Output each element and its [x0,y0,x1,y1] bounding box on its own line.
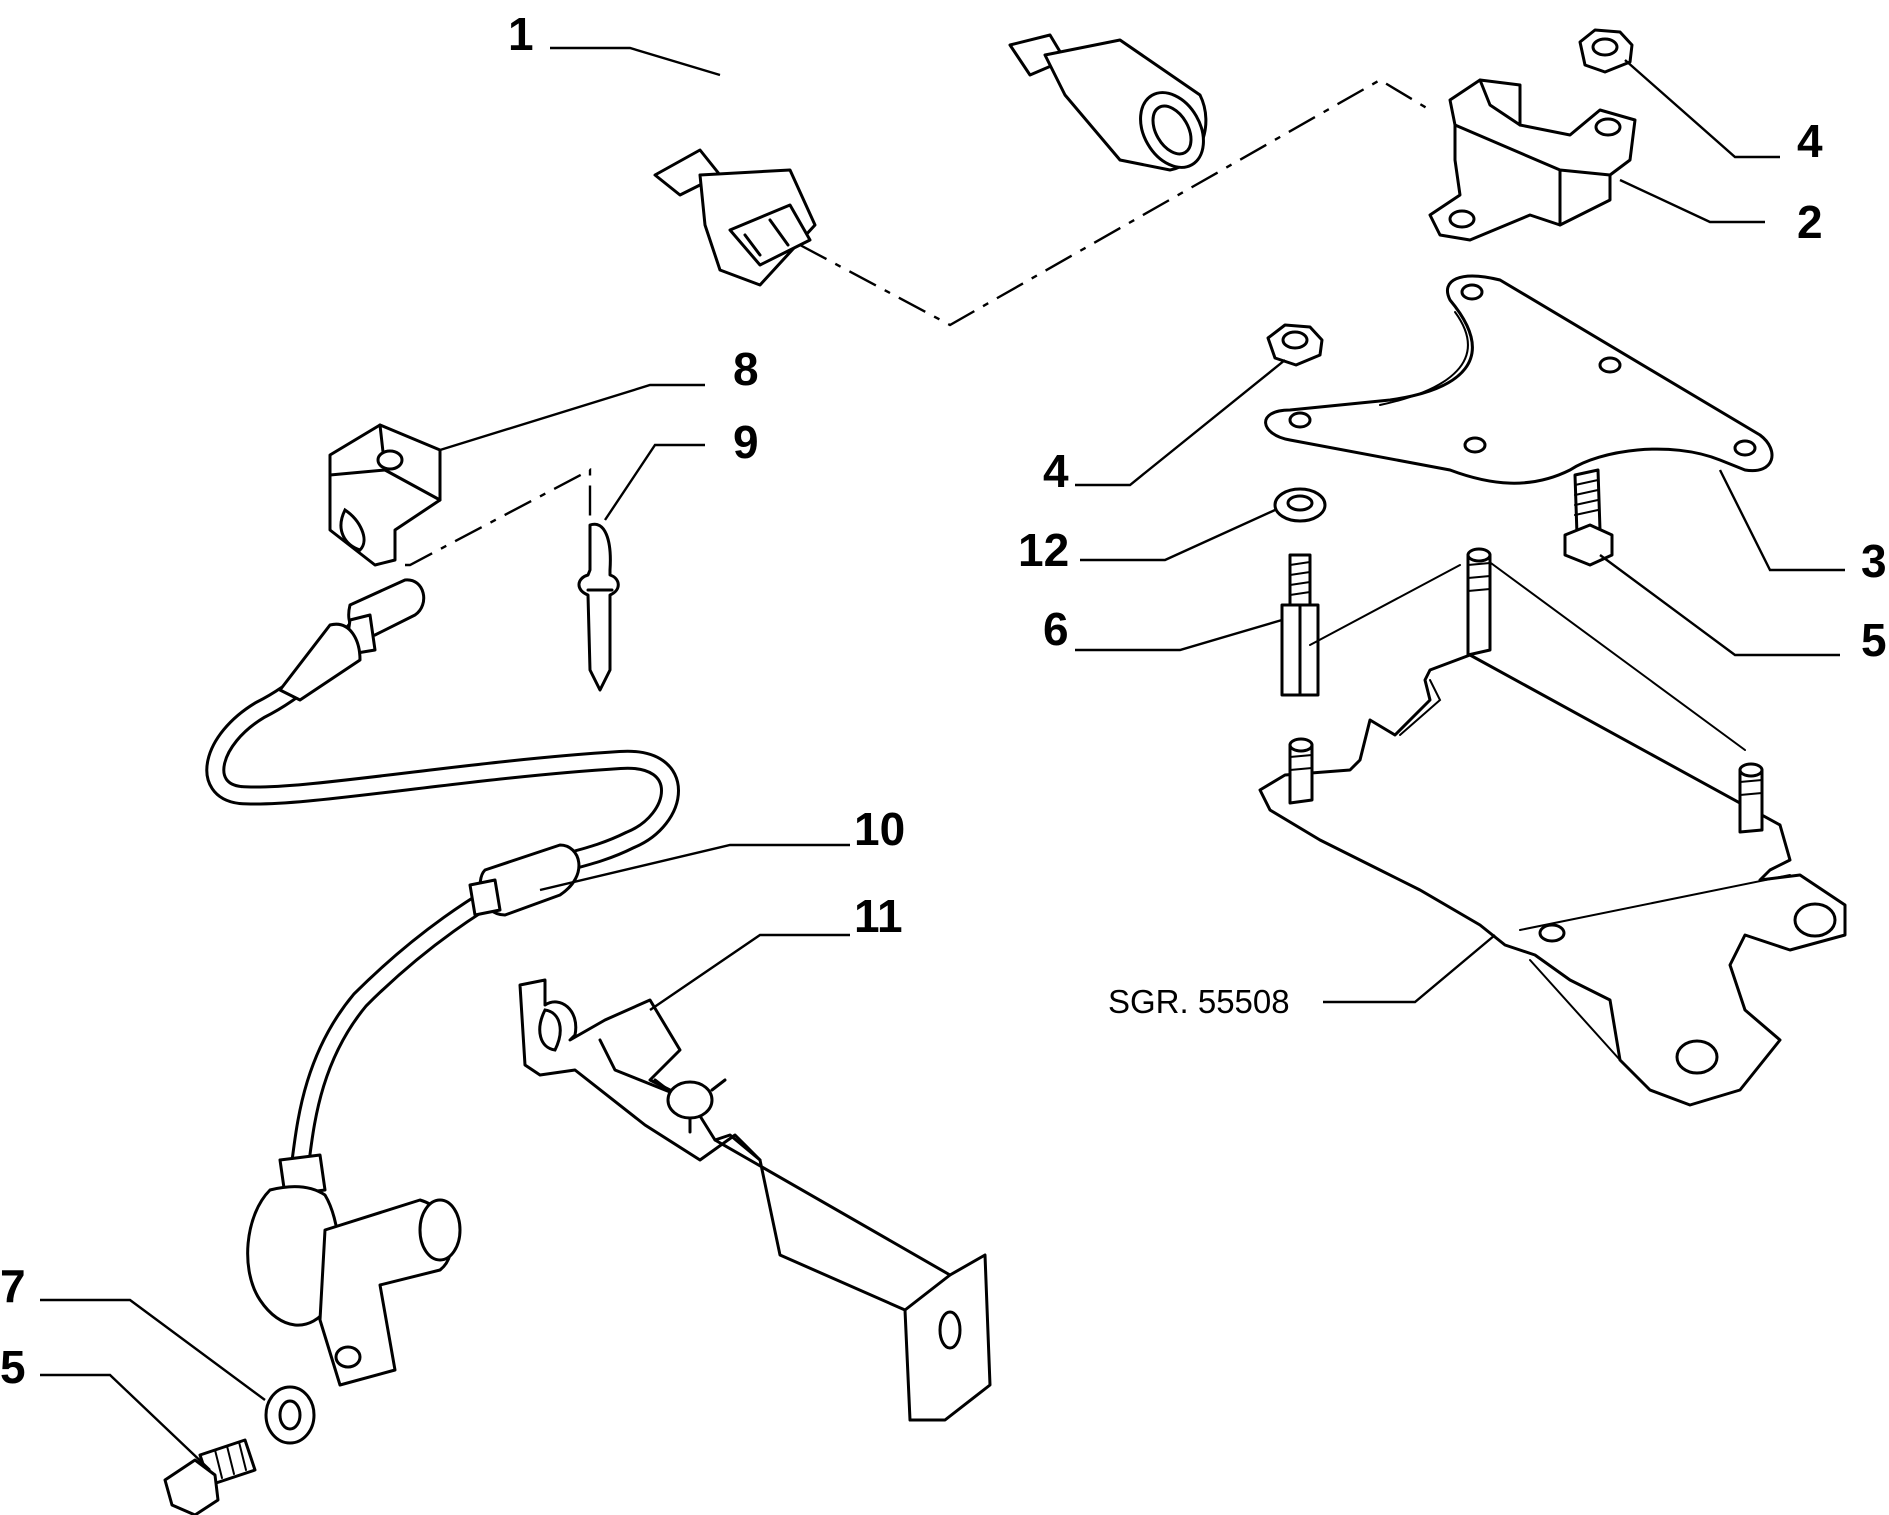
part-8-clip [328,423,442,567]
part-4-nut-mid [1266,323,1324,367]
callout-5-left: 5 [0,1341,26,1393]
reference-code: SGR. 55508 [1108,983,1290,1020]
part-1-wiring-harness [622,10,1208,287]
callout-2: 2 [1797,196,1823,248]
callout-labels: 1 2 3 4 4 5 5 6 7 8 9 10 11 12 SGR. 5550… [0,8,1887,1393]
part-5-bolt-left [163,1438,257,1515]
callout-5-right: 5 [1861,614,1887,666]
part-6-threaded-stud [1280,553,1320,697]
callout-10: 10 [854,803,905,855]
callout-1: 1 [508,8,534,60]
alignment-dash-line [799,78,1431,327]
callout-3: 3 [1861,535,1887,587]
part-2-sensor [1428,78,1637,242]
base-plate-assembly [1258,547,1847,1107]
part-12-washer [1273,487,1327,523]
callout-8: 8 [733,343,759,395]
part-9-push-pin [577,522,620,692]
callout-12: 12 [1018,524,1069,576]
callout-7: 7 [0,1260,26,1312]
leader-lines [40,46,1845,1471]
alignment-dash-line-2 [405,468,592,567]
part-5-bolt-right [1563,468,1614,567]
callout-11: 11 [854,890,903,942]
part-3-bracket-plate [1264,274,1774,485]
callout-9: 9 [733,416,759,468]
callout-4-top: 4 [1797,115,1823,167]
callout-6: 6 [1043,603,1069,655]
part-11-bracket [518,978,992,1422]
part-4-nut-top [1578,28,1634,74]
callout-4-mid: 4 [1043,445,1069,497]
part-10-sensor-cable [205,578,680,1387]
part-7-washer [264,1385,316,1445]
